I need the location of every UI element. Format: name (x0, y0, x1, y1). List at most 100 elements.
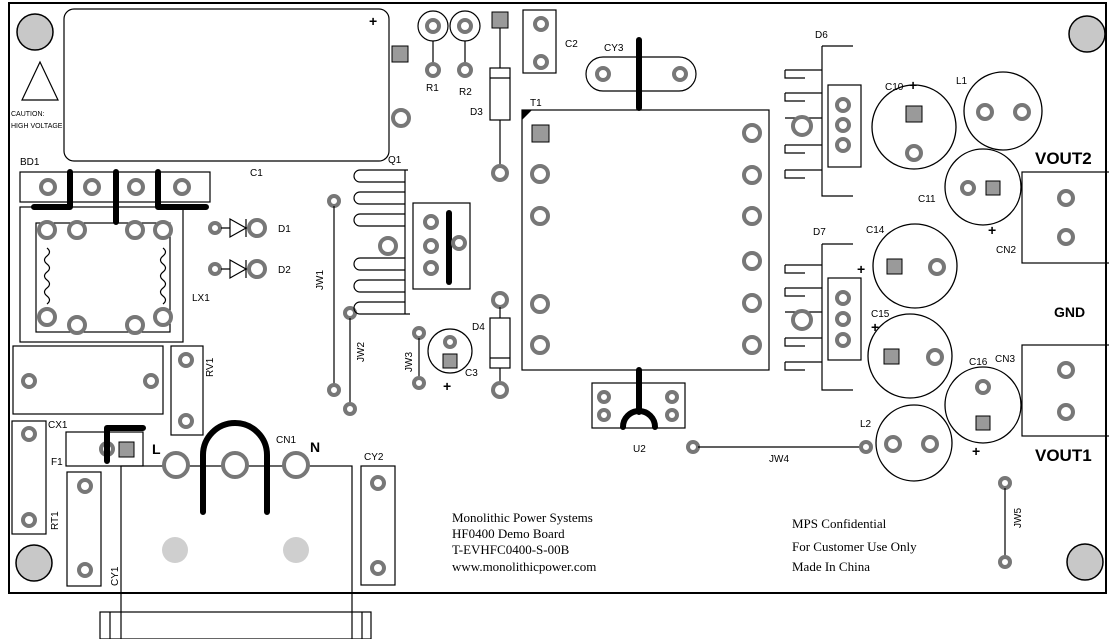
cn2-ref: CN2 (996, 245, 1016, 256)
gnd-label: GND (1054, 304, 1085, 320)
l1-outline (963, 71, 1043, 151)
bd1-pad1 (39, 178, 57, 196)
c2-pad2 (533, 54, 549, 70)
c15-ref: C15 (871, 309, 890, 320)
d1-ref: D1 (278, 224, 291, 235)
c3-outline (427, 328, 473, 374)
bd1-pad3 (127, 178, 145, 196)
d1-pad2 (247, 218, 267, 238)
c1-plus: + (369, 13, 377, 29)
mounting-hole-tr (1068, 15, 1106, 53)
jw4-pad1 (686, 440, 700, 454)
d7-body (827, 277, 862, 361)
cy3-pad1 (595, 66, 611, 82)
d2-ref: D2 (278, 265, 291, 276)
cy3-pad2 (672, 66, 688, 82)
jw2-pad2 (343, 402, 357, 416)
rv1-ref: RV1 (205, 357, 216, 377)
cn3-pad2 (1057, 403, 1075, 421)
c14-pad-round (928, 258, 946, 276)
d6-ref: D6 (815, 30, 828, 41)
mains-n-label: N (310, 439, 320, 455)
caution-triangle-icon (21, 60, 59, 101)
d3-ref: D3 (470, 107, 483, 118)
t1-pad6 (742, 123, 762, 143)
t1-ref: T1 (530, 98, 542, 109)
c16-plus: + (972, 443, 980, 459)
d1-diode-icon (221, 217, 252, 239)
mounting-hole-br (1066, 543, 1104, 581)
board-customer-use: For Customer Use Only (792, 539, 917, 554)
jw5-pad1 (998, 476, 1012, 490)
cn1-overhang-outer (99, 611, 372, 639)
lx1-frame (19, 206, 184, 343)
q1-pad3 (423, 260, 439, 276)
cn1-jumper (200, 420, 270, 515)
c14-pad-square (886, 258, 903, 275)
cn1-peg1 (162, 537, 188, 563)
cy1-ref: CY1 (110, 566, 121, 586)
d2-pad2 (247, 259, 267, 279)
d6-pad2 (835, 117, 851, 133)
l2-pad2 (921, 435, 939, 453)
t1-pad1 (531, 124, 550, 143)
d1-pad1 (208, 221, 222, 235)
c15-plus: + (871, 319, 879, 335)
c14-outline (872, 223, 958, 309)
c2-pad1 (533, 16, 549, 32)
c2-ref: C2 (565, 39, 578, 50)
rt1-pad1 (77, 478, 93, 494)
c14-ref: C14 (866, 225, 885, 236)
jw2-ref: JW2 (356, 342, 367, 362)
board-company: Monolithic Power Systems (452, 510, 593, 525)
l1-pad1 (976, 103, 994, 121)
filter-cap-pad1 (21, 373, 37, 389)
lx1-pad6 (67, 315, 87, 335)
u2-jumper (620, 367, 658, 430)
c1-outline (63, 8, 390, 162)
r2-pad2 (457, 62, 473, 78)
cx1-ref: CX1 (48, 420, 68, 431)
c10-pad-square (905, 105, 923, 123)
d7-mount-hole (791, 309, 813, 331)
cn1-ref: CN1 (276, 435, 296, 446)
d6-pad1 (835, 97, 851, 113)
lx1-pad4 (153, 220, 173, 240)
cn1-peg2 (283, 537, 309, 563)
q1-pad1 (423, 214, 439, 230)
c1-pad-square (391, 45, 409, 63)
r1-pad2 (425, 62, 441, 78)
c16-pad-round (975, 379, 991, 395)
cn1-pad3 (282, 451, 310, 479)
c15-pad-round (926, 348, 944, 366)
c3-ref: C3 (465, 368, 478, 379)
d2-diode-icon (221, 258, 252, 280)
rv1-pad2 (178, 413, 194, 429)
c16-outline (944, 366, 1022, 444)
c3-pad-round (443, 335, 457, 349)
cn3-pad1 (1057, 361, 1075, 379)
d4-pad2 (491, 381, 509, 399)
l2-pad1 (884, 435, 902, 453)
l2-ref: L2 (860, 419, 872, 430)
c3-pad-square (442, 353, 458, 369)
c10-outline (871, 84, 957, 170)
c11-pad-square (985, 180, 1001, 196)
jw1-ref: JW1 (315, 270, 326, 290)
c11-outline (944, 148, 1022, 226)
d7-ref: D7 (813, 227, 826, 238)
t1-pad8 (742, 206, 762, 226)
t1-pad10 (742, 293, 762, 313)
mounting-hole-tl (16, 13, 54, 51)
c2-outline (522, 9, 557, 74)
d3-pad-square (491, 11, 509, 29)
r1-ref: R1 (426, 83, 439, 94)
cn2-pad2 (1057, 228, 1075, 246)
bd1-pad2 (83, 178, 101, 196)
t1-pad5 (530, 335, 550, 355)
c1-ref: C1 (250, 168, 263, 179)
rt1-outline (66, 471, 102, 587)
board-name: HF0400 Demo Board (452, 526, 565, 541)
t1-pad9 (742, 251, 762, 271)
c11-ref: C11 (918, 194, 936, 205)
